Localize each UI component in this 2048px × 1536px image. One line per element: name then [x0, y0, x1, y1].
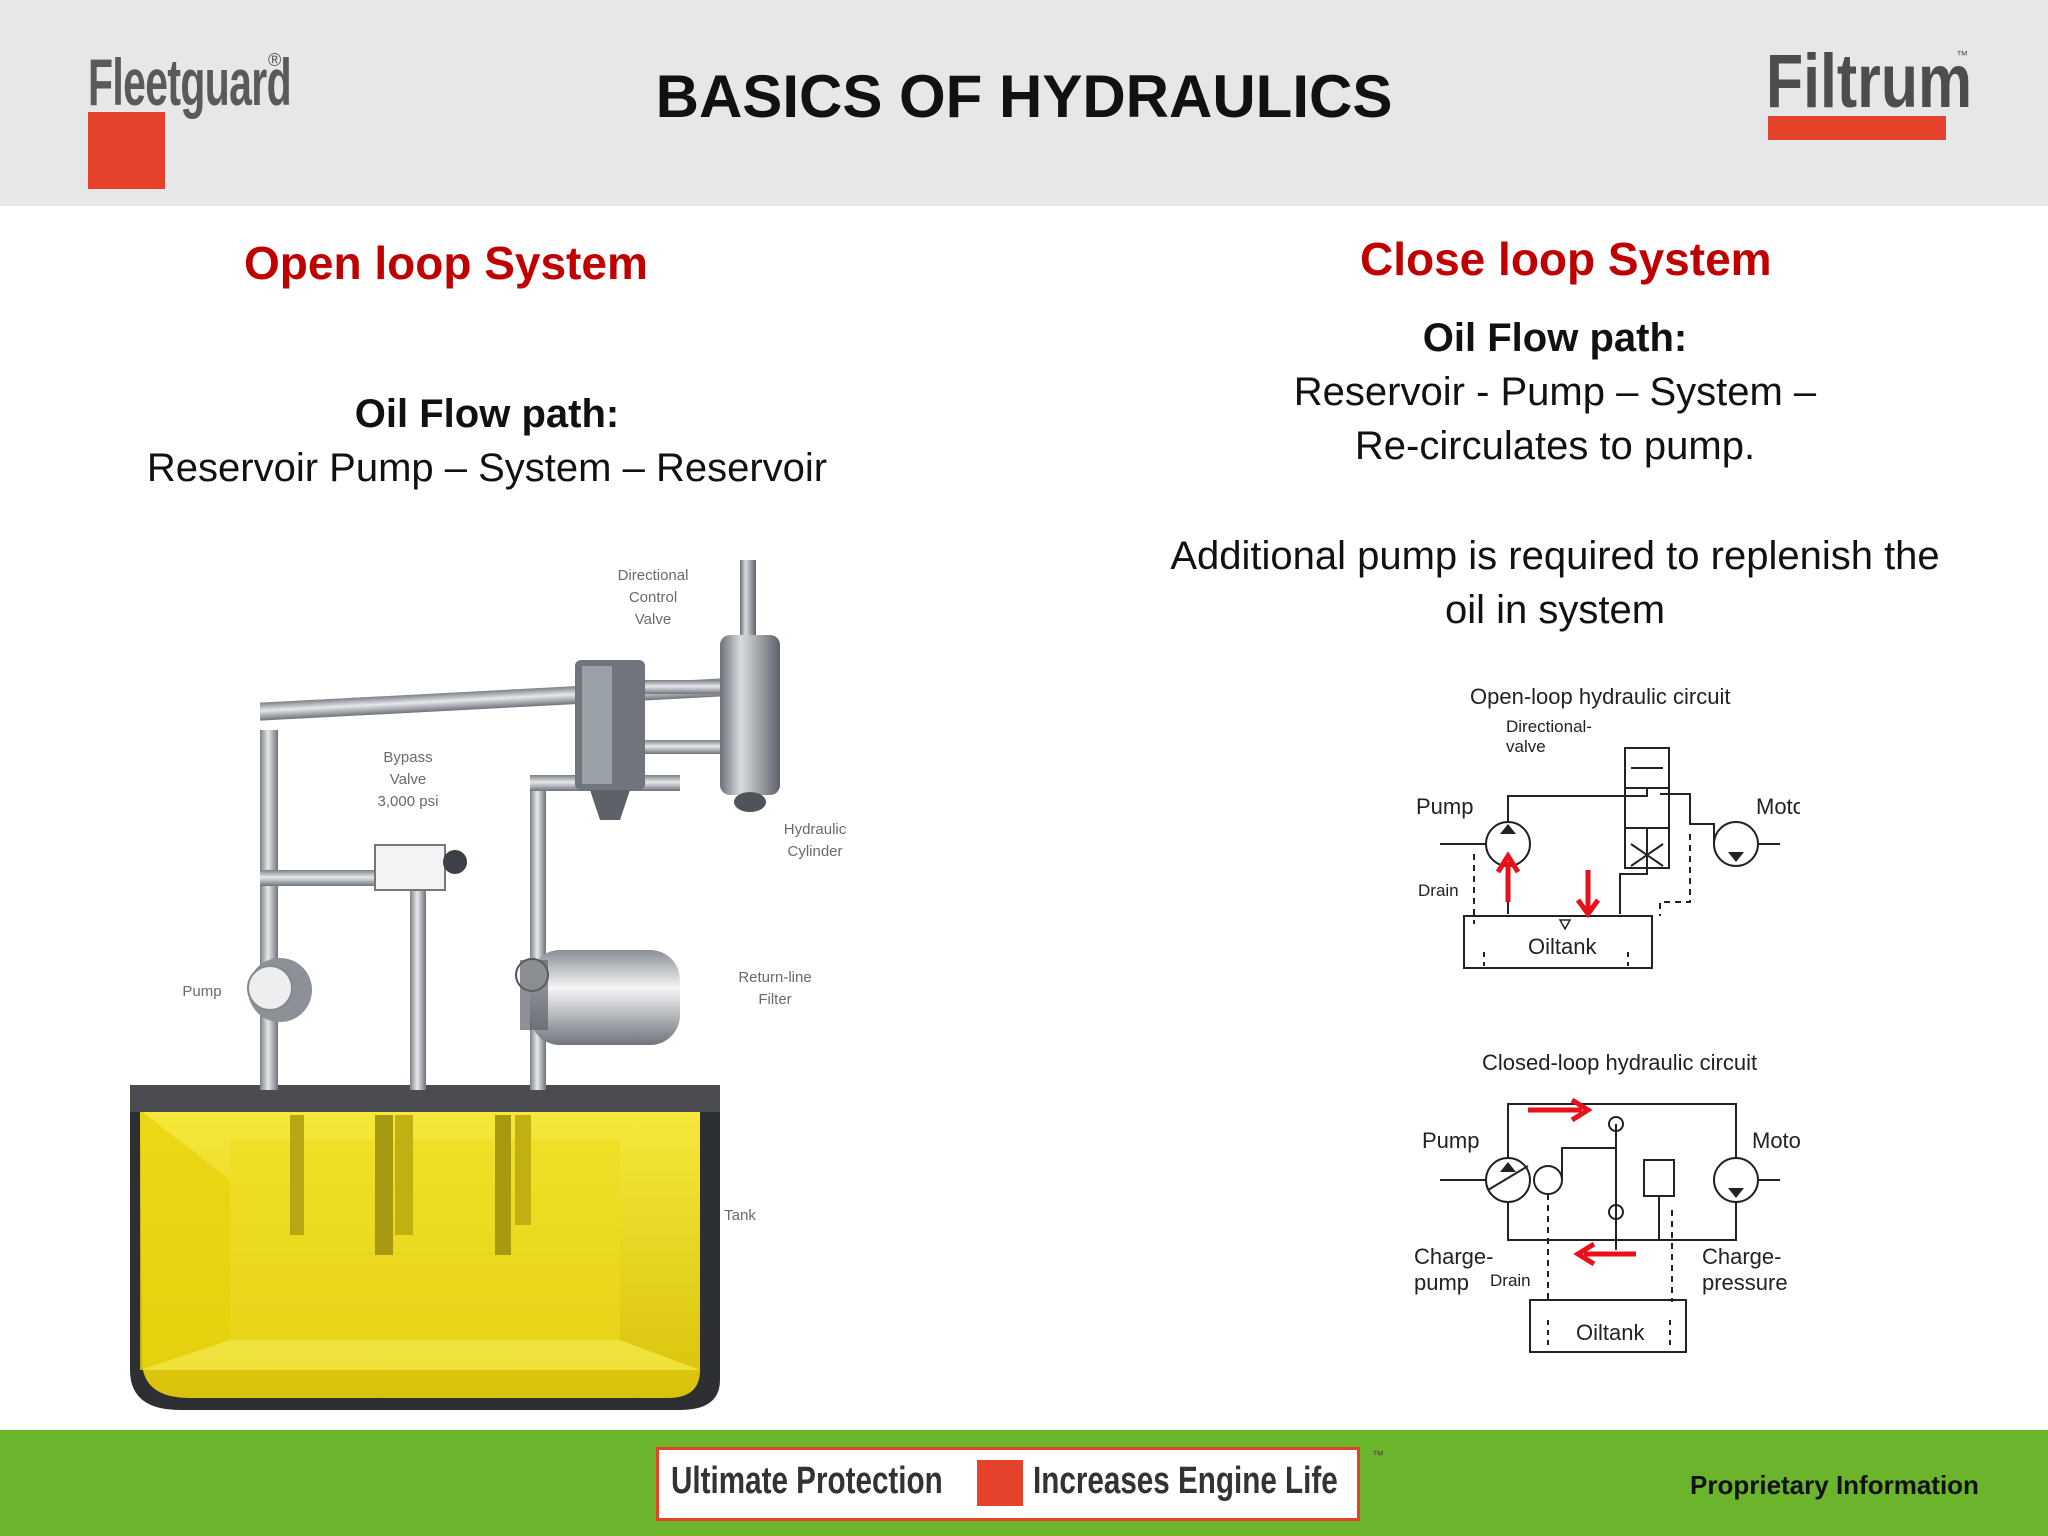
tagline-square [977, 1460, 1023, 1506]
open-circuit-oiltank-label: Oiltank [1528, 934, 1597, 959]
closed-circuit-charge-pressure-label-1: Charge- [1702, 1244, 1781, 1269]
tagline-left: Ultimate Protection [671, 1460, 943, 1502]
dcv-label-2: Control [629, 589, 677, 606]
filtrum-logo-bar [1768, 116, 1946, 140]
tank [130, 1085, 720, 1410]
directional-control-valve [575, 660, 645, 820]
proprietary-notice: Proprietary Information [1690, 1470, 1979, 1500]
closed-circuit-motor-label: Motor [1752, 1128, 1800, 1153]
filter-label-2: Filter [758, 991, 791, 1008]
closed-circuit-charge-pump-label-1: Charge- [1414, 1244, 1493, 1269]
open-circuit-drain-label: Drain [1418, 881, 1459, 900]
header-bar: Fleetguard ® BASICS OF HYDRAULICS Filtru… [0, 0, 2048, 206]
open-loop-flow-label: Oil Flow path: [354, 392, 620, 436]
close-loop-note-line1: Additional pump is required to replenish… [1170, 534, 1940, 578]
pump-label: Pump [182, 983, 221, 1000]
open-loop-flow-text: Reservoir Pump – System – Reservoir [146, 446, 828, 490]
filtrum-logo-text: Filtrum [1766, 39, 1973, 124]
trademark-mark: ™ [1956, 48, 1968, 62]
open-loop-circuit-diagram: Open-loop hydraulic circuit Directional-… [1416, 684, 1800, 969]
bypass-label-1: Bypass [383, 749, 432, 766]
open-circuit-title: Open-loop hydraulic circuit [1470, 684, 1730, 709]
close-loop-flow-line2: Re-circulates to pump. [1354, 424, 1756, 468]
registered-mark: ® [268, 50, 282, 70]
cylinder-label-1: Hydraulic [784, 821, 847, 838]
closed-loop-circuit-diagram: Closed-loop hydraulic circuit Pump Motor… [1414, 1050, 1800, 1353]
closed-circuit-pump-label: Pump [1422, 1128, 1479, 1153]
cylinder-label-2: Cylinder [787, 843, 842, 860]
tank-label: Tank [724, 1207, 756, 1224]
closed-circuit-charge-pump-label-2: pump [1414, 1270, 1469, 1295]
open-circuit-motor-label: Motor [1756, 794, 1800, 819]
closed-circuit-title: Closed-loop hydraulic circuit [1482, 1050, 1757, 1075]
bypass-label-2: Valve [390, 771, 426, 788]
return-flow-down-arrow [1575, 870, 1601, 919]
open-circuit-valve-label-1: Directional- [1506, 717, 1592, 736]
closed-circuit-drain-label: Drain [1490, 1271, 1531, 1290]
hydraulic-cylinder [720, 560, 780, 812]
fleetguard-logo-text: Fleetguard [88, 45, 292, 119]
open-loop-system-diagram: Directional Control Valve Bypass Valve 3… [130, 560, 847, 1410]
pump-flow-up-arrow [1495, 851, 1521, 902]
fleetguard-logo-square [88, 112, 165, 189]
tagline-trademark: ™ [1372, 1448, 1384, 1462]
return-flow-left-arrow [1573, 1241, 1636, 1267]
filter-label-1: Return-line [738, 969, 811, 986]
close-loop-flow-label: Oil Flow path: [1422, 316, 1688, 360]
close-loop-heading: Close loop System [1360, 233, 1772, 285]
fleetguard-logo: Fleetguard ® [88, 44, 348, 192]
filtrum-logo: Filtrum ™ [1766, 39, 1973, 144]
open-circuit-valve-label-2: valve [1506, 737, 1546, 756]
tagline-banner: Ultimate Protection Increases Engine Lif… [656, 1447, 1360, 1521]
pump [247, 958, 312, 1022]
bypass-valve [374, 844, 467, 891]
page-title: BASICS OF HYDRAULICS [655, 63, 1393, 130]
charge-flow-right-arrow [1528, 1097, 1593, 1123]
bypass-label-3: 3,000 psi [378, 793, 439, 810]
dcv-label-3: Valve [635, 611, 671, 628]
close-loop-flow-line1: Reservoir - Pump – System – [1293, 370, 1817, 414]
tagline-right: Increases Engine Life [1033, 1460, 1338, 1502]
closed-circuit-oiltank-label: Oiltank [1576, 1320, 1645, 1345]
close-loop-note-line2: oil in system [1444, 588, 1666, 632]
closed-circuit-charge-pressure-label-2: pressure [1702, 1270, 1788, 1295]
return-line-filter [515, 950, 680, 1045]
open-loop-heading: Open loop System [244, 237, 648, 289]
dcv-label-1: Directional [618, 567, 689, 584]
open-circuit-pump-label: Pump [1416, 794, 1473, 819]
